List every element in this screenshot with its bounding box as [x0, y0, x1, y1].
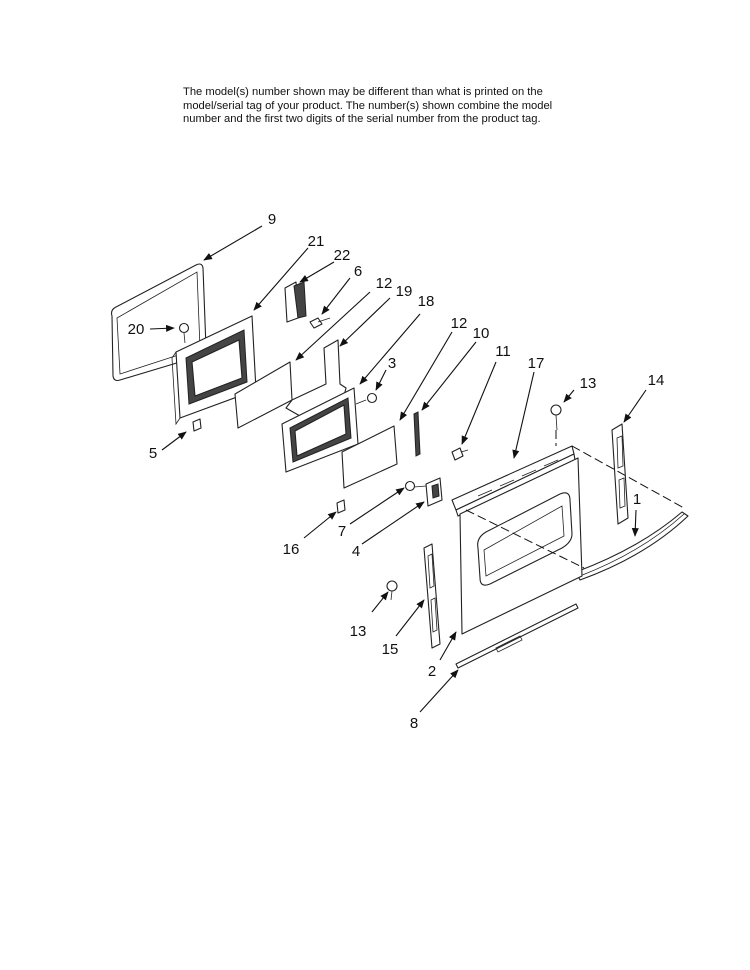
part-21-inner-door-frame[interactable] — [171, 315, 257, 426]
model-number-notice: The model(s) number shown may be differe… — [183, 86, 603, 127]
callout-22: 22 — [334, 247, 351, 264]
part-4-hinge[interactable] — [425, 477, 443, 507]
notice-line-1: The model(s) number shown may be differe… — [183, 86, 543, 98]
callout-5: 5 — [149, 445, 157, 462]
callout-12-upper: 12 — [376, 275, 393, 292]
part-3-screw[interactable] — [355, 392, 378, 405]
callout-1: 1 — [633, 491, 641, 508]
notice-line-2: model/serial tag of your product. The nu… — [183, 99, 553, 112]
part-22-hinge-bracket[interactable] — [284, 281, 307, 323]
part-8-bottom-trim[interactable] — [455, 603, 579, 669]
callout-2: 2 — [428, 663, 436, 680]
callout-4: 4 — [352, 543, 360, 560]
part-10-strip[interactable] — [413, 411, 421, 457]
part-13-screw-upper[interactable] — [550, 404, 562, 431]
callout-13-lower: 13 — [350, 623, 367, 640]
part-20-screw[interactable] — [178, 322, 190, 344]
callout-17: 17 — [528, 355, 545, 372]
callout-21: 21 — [308, 233, 325, 250]
part-5-clip[interactable] — [192, 418, 202, 432]
callout-3: 3 — [388, 355, 396, 372]
callout-20: 20 — [128, 321, 145, 338]
part-1-door-handle[interactable] — [575, 511, 689, 581]
callout-15: 15 — [382, 641, 399, 658]
part-13-screw-lower[interactable] — [386, 580, 398, 601]
part-14-right-side-trim[interactable] — [611, 423, 629, 525]
callout-7: 7 — [338, 523, 346, 540]
part-17-vent-trim[interactable] — [451, 445, 576, 517]
callout-labels: 9 21 22 6 12 19 20 18 3 5 12 10 11 17 13… — [128, 211, 665, 732]
callout-8: 8 — [410, 715, 418, 732]
callout-12-lower: 12 — [451, 315, 468, 332]
callout-13-upper: 13 — [580, 375, 597, 392]
callout-6: 6 — [354, 263, 362, 280]
callout-9: 9 — [268, 211, 276, 228]
callout-10: 10 — [473, 325, 490, 342]
callout-14: 14 — [648, 372, 665, 389]
part-16-clip[interactable] — [336, 499, 346, 514]
assembly-lines — [465, 430, 685, 569]
part-12-glass-panel-lower[interactable] — [341, 425, 398, 489]
notice-line-3: number and the first two digits of the s… — [183, 113, 541, 125]
part-15-left-side-trim[interactable] — [423, 543, 441, 649]
callout-16: 16 — [283, 541, 300, 558]
part-7-screw[interactable] — [404, 480, 427, 492]
part-18-middle-door-frame[interactable] — [281, 387, 359, 473]
callout-19: 19 — [396, 283, 413, 300]
part-6-screw[interactable] — [309, 317, 331, 329]
leader-lines — [149, 225, 647, 713]
callout-18: 18 — [418, 293, 435, 310]
part-11-screw[interactable] — [451, 447, 469, 461]
callout-11: 11 — [495, 343, 511, 360]
